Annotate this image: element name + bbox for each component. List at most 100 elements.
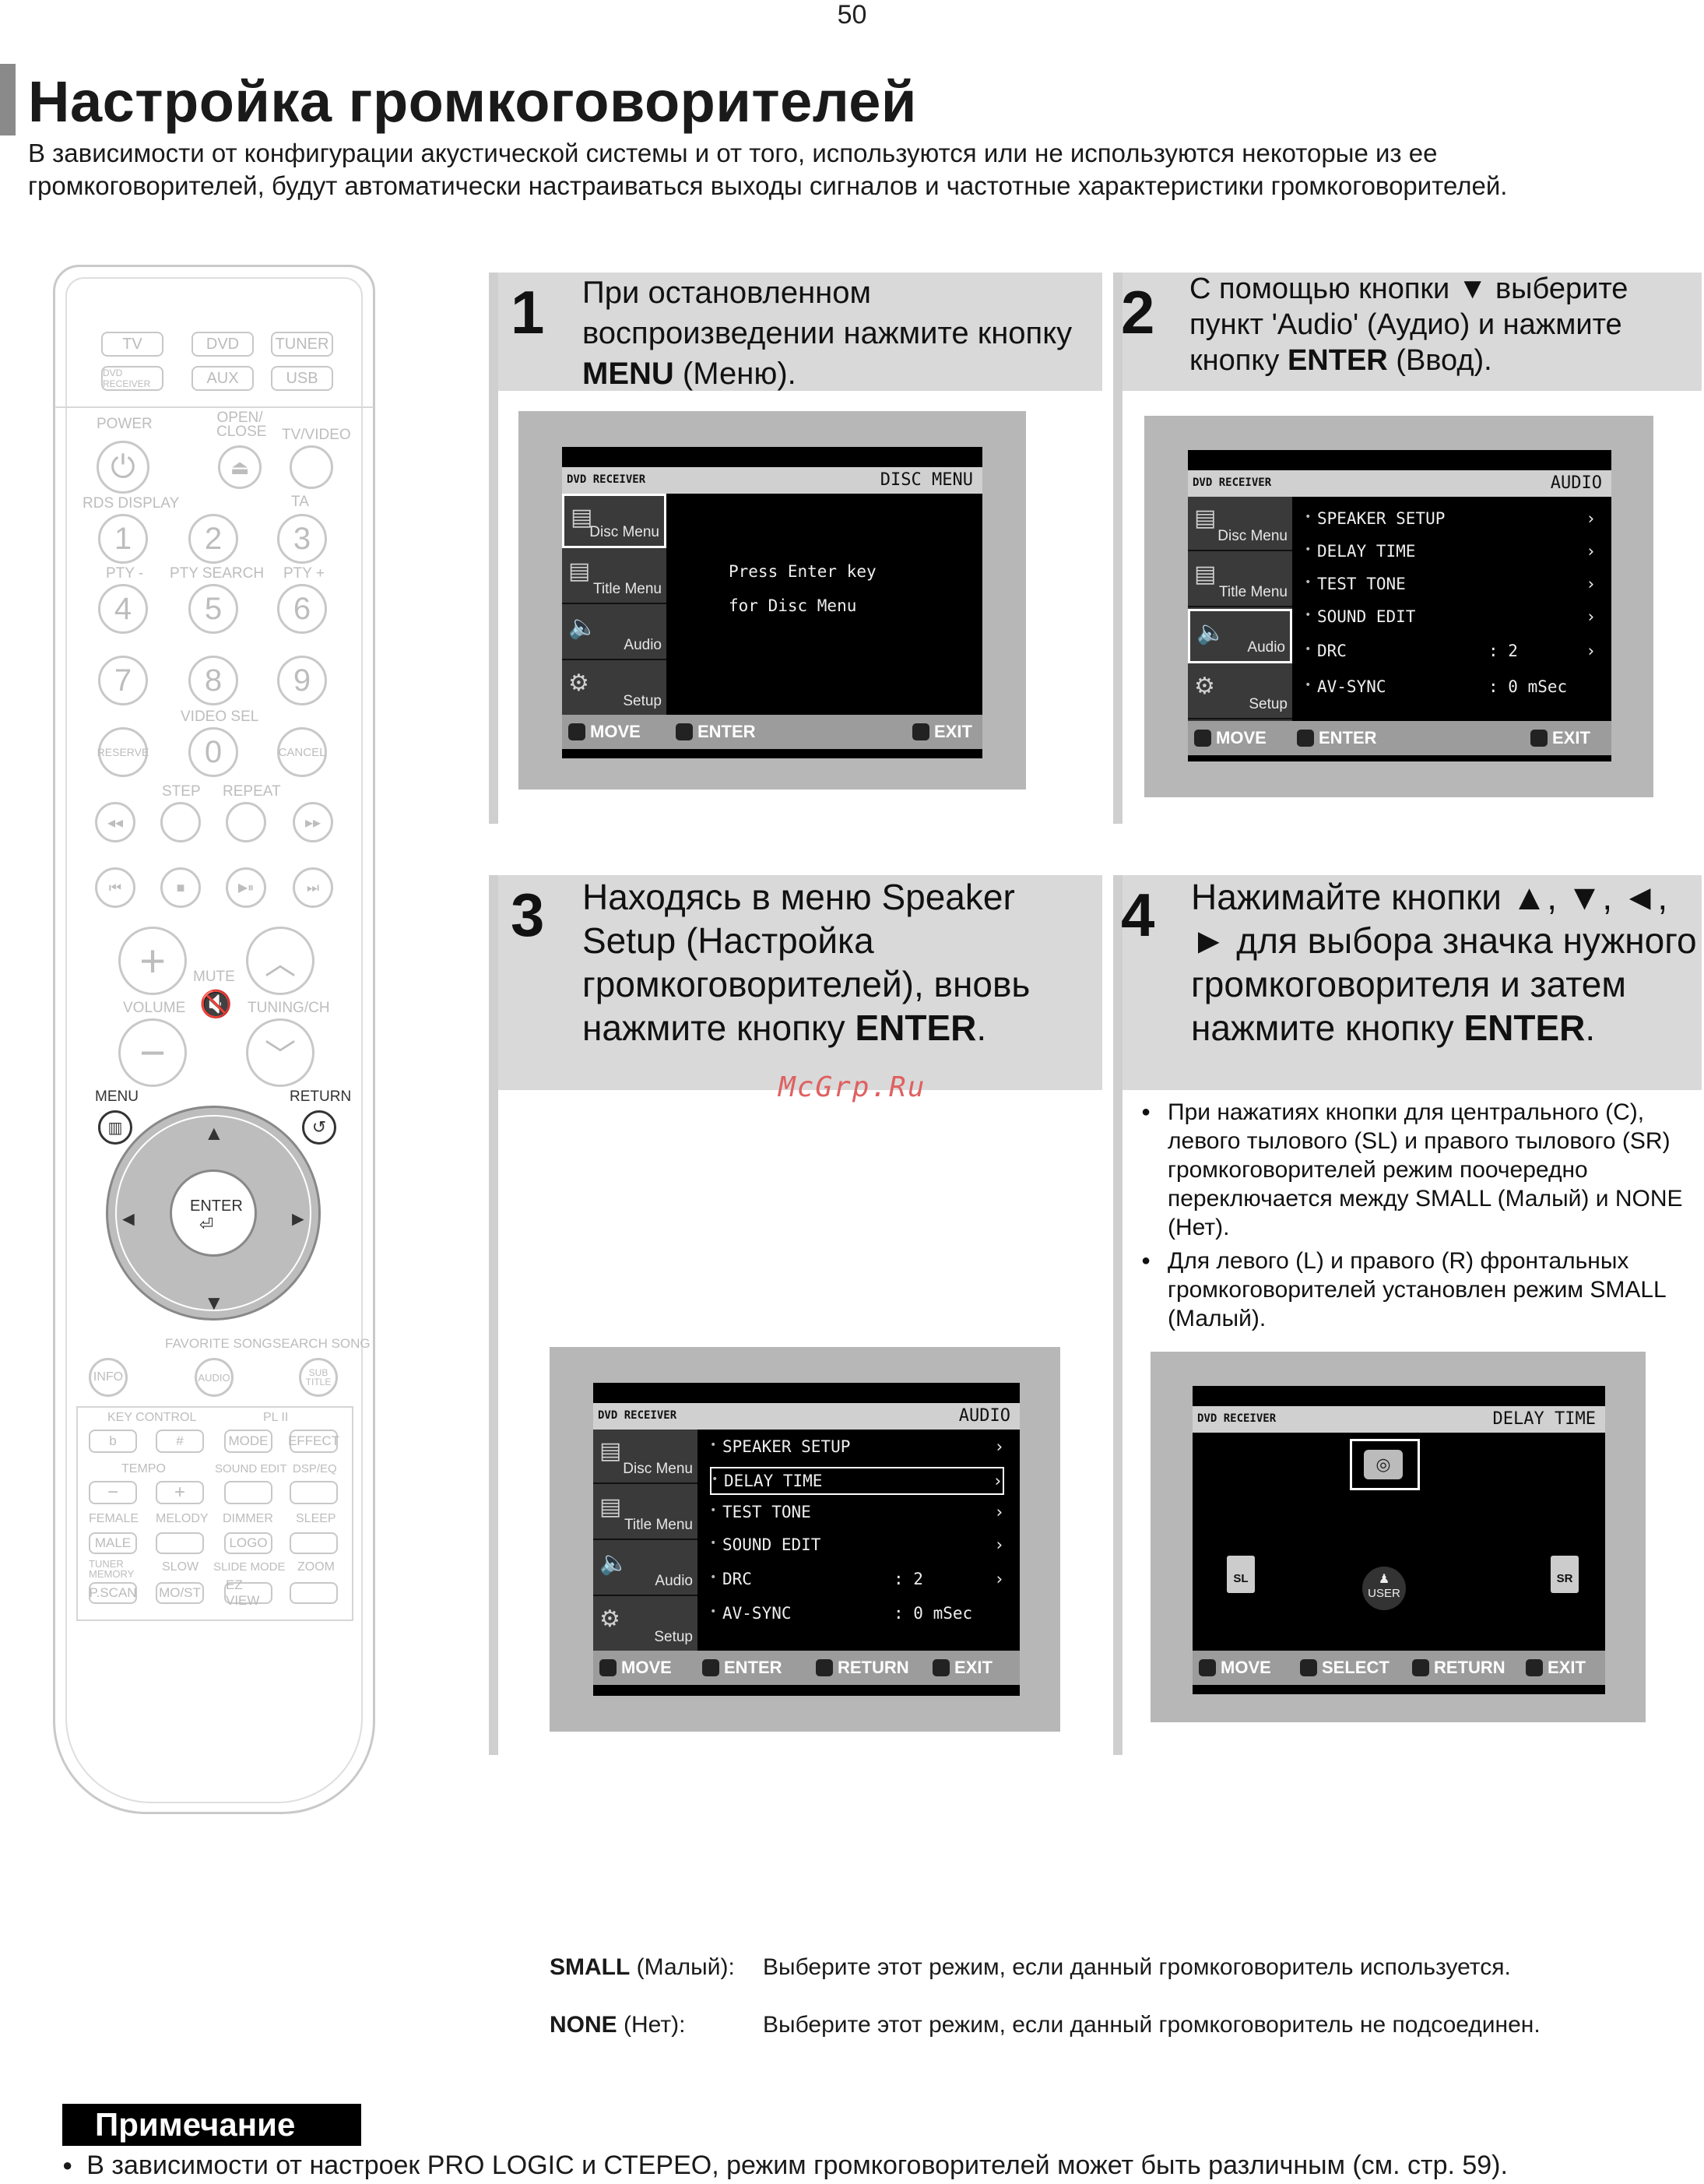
remote-pty-search-label: PTY SEARCH [170,565,265,582]
watermark-text: McGrp.Ru [778,1071,926,1103]
screen-2-side-setup: ⚙Setup [1188,665,1292,719]
remote-menu-label: MENU [95,1088,139,1105]
step-3-side-bar [489,875,498,1755]
screen-4-footer: MOVE SELECT RETURN EXIT [1193,1651,1605,1685]
screen-2-row-sound-edit: •SOUND EDIT› [1305,607,1596,626]
screen-2-row-speaker-setup: •SPEAKER SETUP› [1305,509,1596,528]
remote-volume-up-icon: + [118,927,187,995]
step-2-side-bar [1113,273,1123,824]
step-4-number: 4 [1121,881,1155,949]
intro-paragraph: В зависимости от конфигурации акустическ… [28,139,1508,200]
remote-cancel-button: CANCEL [277,727,327,777]
remote-tv-video-label: TV/VIDEO [282,427,351,443]
remote-tempo-minus-icon: − [89,1481,137,1504]
remote-flat-button: b [89,1430,137,1453]
screen-1-side-setup: ⚙Setup [562,662,666,716]
remote-dvd-button: DVD [191,332,254,357]
remote-inner-outline [65,277,363,1803]
remote-video-sel-label: VIDEO SEL [181,709,259,725]
remote-sleep-label: SLEEP [296,1512,336,1525]
remote-enter-icon: ⏎ [199,1215,214,1234]
screen-1-message-line-1: Press Enter key [729,562,877,581]
remote-tv-button: TV [101,332,163,357]
remote-reserve-button: RESERVE [97,727,149,777]
remote-stop-icon: ■ [160,867,201,908]
remote-sharp-button: # [156,1430,204,1453]
remote-digit-0: 0 [188,727,238,777]
screen-4-title: DELAY TIME [1492,1409,1596,1429]
note-text: ●В зависимости от настроек PRO LOGIC и С… [62,2151,1508,2180]
remote-tv-video-button [290,445,333,489]
remote-ta-label: TA [291,494,309,510]
screen-2-side-disc-menu: ▤Disc Menu [1188,497,1292,551]
remote-aux-button: AUX [191,366,254,391]
step-3-number: 3 [511,881,545,949]
remote-mute-label: MUTE [193,969,235,985]
remote-repeat-label: REPEAT [223,783,281,800]
remote-down-arrow-icon: ▼ [204,1291,224,1314]
remote-eject-icon: ⏏ [218,445,262,489]
remote-info-button: INFO [89,1358,128,1397]
remote-tuner-memory-label: TUNER MEMORY [89,1558,135,1580]
screen-3-row-sound-edit: •SOUND EDIT› [710,1535,1004,1554]
remote-rds-label: RDS DISPLAY [83,495,180,512]
step-1-instruction: При остановленном воспроизведении нажмит… [582,276,1073,391]
remote-melody-button [156,1532,204,1554]
remote-channel-down-icon: ﹀ [246,1018,314,1087]
screen-1-title: DISC MENU [880,470,973,490]
screen-2-title: AUDIO [1550,473,1602,493]
step-1-side-bar [489,273,498,824]
remote-play-pause-icon: ▶⏸ [226,867,266,908]
screen-3-row-test-tone: •TEST TONE› [710,1503,1004,1521]
remote-female-label: FEMALE [89,1512,139,1525]
screen-3-row-av-sync: •AV-SYNC: 0 mSec [710,1604,973,1623]
note-label: Примечание [62,2104,361,2146]
screen-1-side-title-menu: ▤Title Menu [562,550,666,604]
remote-next-icon: ⏭ [293,867,333,908]
remote-tuning-label: TUNING/CH [248,1000,330,1016]
remote-pty-plus-label: PTY + [283,565,325,582]
screen-1-side-disc-menu: ▤Disc Menu [562,494,666,548]
remote-digit-8: 8 [188,656,238,705]
remote-nav-ring-inner [115,1115,311,1311]
screen-3-row-delay-time: •DELAY TIME› [710,1467,1004,1495]
remote-male-button: MALE [89,1532,137,1554]
screen-2-row-drc: •DRC: 2› [1305,642,1596,660]
remote-return-label: RETURN [290,1088,352,1105]
step-2-header [1113,273,1702,391]
remote-digit-9: 9 [277,656,327,705]
remote-sound-edit-label: SOUND EDIT [215,1462,287,1475]
remote-logo-button: LOGO [224,1532,272,1554]
remote-open-close-label: OPEN/ CLOSE [216,410,267,440]
remote-right-arrow-icon: ► [288,1207,308,1230]
screen-3-side-title-menu: ▤Title Menu [593,1486,697,1540]
remote-mute-icon: 🔇 [199,990,233,1019]
remote-slide-mode-label: SLIDE MODE [213,1560,286,1574]
remote-volume-down-icon: − [118,1018,187,1087]
remote-slow-label: SLOW [162,1560,199,1574]
remote-power-label: POWER [97,416,153,432]
screen-1-sidebar: ▤Disc Menu ▤Title Menu 🔈Audio ⚙Setup [562,494,666,724]
screen-3-side-disc-menu: ▤Disc Menu [593,1430,697,1484]
remote-digit-7: 7 [98,656,148,705]
remote-digit-2: 2 [188,514,238,564]
remote-key-control-label: KEY CONTROL [107,1411,197,1424]
screen-2-row-test-tone: •TEST TONE› [1305,575,1596,593]
remote-power-icon: ⏻ [97,441,149,494]
definition-small-term: SMALL (Малый): [550,1954,735,1980]
remote-digit-4: 4 [98,584,148,634]
step-4-bullet-1: При нажатиях кнопки для центрального (C)… [1141,1098,1686,1242]
page-number: 50 [837,0,867,30]
remote-p-scan-button: P.SCAN [89,1582,137,1604]
remote-divider [54,406,374,408]
remote-up-arrow-icon: ▲ [204,1121,224,1145]
remote-audio-button: AUDIO [195,1358,234,1397]
step-4-instruction: Нажимайте кнопки ▲, ▼, ◄, ► для выбора з… [1191,877,1697,1048]
remote-rewind-icon: ◂◂ [95,802,135,842]
screen-3-title: AUDIO [958,1406,1010,1426]
remote-zoom-label: ZOOM [297,1560,335,1574]
